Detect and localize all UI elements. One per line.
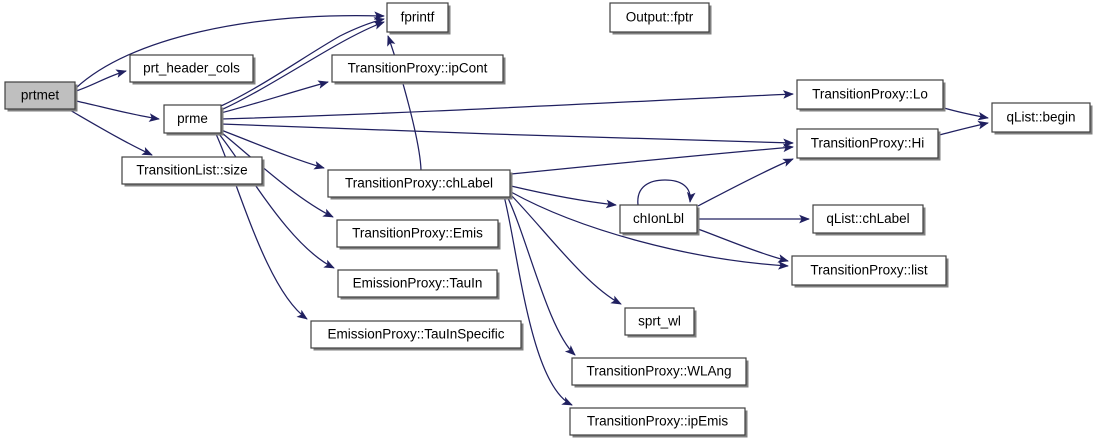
node-box[interactable] [310,320,522,349]
node-hi[interactable]: TransitionProxy::Hi [796,128,941,161]
node-tplist[interactable]: TransitionProxy::list [791,255,949,288]
node-box[interactable] [569,407,746,436]
call-edge-chlabel-to-fprintf [387,35,422,171]
node-box[interactable] [571,357,747,386]
node-box[interactable] [812,204,924,234]
node-label-prt_header: prt_header_cols [143,61,240,76]
call-edge-chionlbl-to-tplist [697,228,789,263]
node-lo[interactable]: TransitionProxy::Lo [796,79,946,112]
node-label-tlsize: TransitionList::size [136,163,247,178]
node-label-hi: TransitionProxy::Hi [811,136,925,151]
node-label-sprtwl: sprt_wl [638,314,681,329]
node-box[interactable] [796,128,939,159]
node-prt_header[interactable]: prt_header_cols [129,54,256,85]
call-edge-chionlbl-to-chionlbl [637,179,696,206]
node-label-lo: TransitionProxy::Lo [812,87,928,102]
node-label-chlabel: TransitionProxy::chLabel [345,176,493,191]
node-tauin[interactable]: EmissionProxy::TauIn [337,269,500,300]
node-label-fprintf: fprintf [401,10,435,25]
call-edge-prtmet-to-tlsize [67,108,153,156]
node-box[interactable] [791,255,947,286]
node-box[interactable] [619,204,698,234]
node-prtmet[interactable]: prtmet [4,81,78,112]
node-box[interactable] [4,81,76,110]
node-label-prme: prme [177,111,208,126]
node-label-ipemis: TransitionProxy::ipEmis [587,414,729,429]
node-box[interactable] [796,79,944,110]
call-edge-prme-to-emis [221,132,334,218]
node-label-prtmet: prtmet [21,88,60,103]
node-box[interactable] [336,219,499,248]
node-ipemis[interactable]: TransitionProxy::ipEmis [569,407,748,438]
call-edge-chlabel-to-ipemis [503,195,573,406]
node-label-chionlbl: chIonLbl [633,211,684,226]
call-edge-prme-to-chlabel [220,129,325,170]
node-label-qlistchlabel: qList::chLabel [826,211,909,226]
call-edge-prme-to-fprintf [220,17,385,107]
node-label-emis: TransitionProxy::Emis [352,226,483,241]
call-edge-prtmet-to-prt_header [75,69,127,92]
call-edge-prtmet-to-fprintf [75,11,385,89]
call-edge-prme-to-hi [220,123,794,148]
call-edge-prme-to-tauin [218,133,335,269]
node-box[interactable] [121,156,263,185]
node-label-wlang: TransitionProxy::WLAng [586,364,731,379]
call-edge-chlabel-to-sprtwl [509,193,622,305]
node-box[interactable] [991,102,1091,133]
node-label-outfptr: Output::fptr [626,10,694,25]
node-tlsize[interactable]: TransitionList::size [121,156,265,187]
call-edge-chionlbl-to-hi [697,158,794,207]
node-ipcont[interactable]: TransitionProxy::ipCont [331,54,506,85]
call-edge-hi-to-qlistbegin [938,120,989,136]
node-outfptr[interactable]: Output::fptr [609,2,712,35]
node-sprtwl[interactable]: sprt_wl [624,307,697,338]
node-label-qlistbegin: qList::begin [1006,110,1075,125]
node-wlang[interactable]: TransitionProxy::WLAng [571,357,749,388]
node-label-tauin: EmissionProxy::TauIn [353,276,483,291]
call-edge-prme-to-lo [220,90,794,120]
call-edge-chlabel-to-hi [510,143,794,175]
node-fprintf[interactable]: fprintf [386,2,451,35]
node-label-tplist: TransitionProxy::list [810,263,928,278]
node-qlistbegin[interactable]: qList::begin [991,102,1093,135]
call-edge-prme-to-fprintf [220,21,385,111]
edges-layer [67,11,989,406]
node-box[interactable] [327,169,511,198]
call-edge-prtmet-to-prme [75,100,160,122]
call-edge-prme-to-ipcont [220,80,329,114]
nodes-layer: prtmet prt_header_colsprmeTransitionList:… [4,2,1093,438]
node-box[interactable] [609,2,710,33]
node-label-tauinspec: EmissionProxy::TauInSpecific [327,327,504,342]
node-qlistchlabel[interactable]: qList::chLabel [812,204,926,236]
call-edge-lo-to-qlistbegin [943,107,989,121]
call-edge-chlabel-to-wlang [506,195,576,356]
node-box[interactable] [129,54,254,83]
call-edge-chlabel-to-tplist [510,191,789,270]
node-chionlbl[interactable]: chIonLbl [619,204,700,236]
node-box[interactable] [386,2,449,33]
node-box[interactable] [337,269,498,298]
node-prme[interactable]: prme [163,104,224,136]
node-chlabel[interactable]: TransitionProxy::chLabel [327,169,513,200]
call-edge-chlabel-to-chionlbl [510,185,617,209]
node-box[interactable] [624,307,695,336]
node-box[interactable] [163,104,222,134]
call-edge-prme-to-tauinspec [215,133,308,320]
node-box[interactable] [331,54,504,83]
node-tauinspec[interactable]: EmissionProxy::TauInSpecific [310,320,524,351]
node-label-ipcont: TransitionProxy::ipCont [348,61,488,76]
node-emis[interactable]: TransitionProxy::Emis [336,219,501,250]
